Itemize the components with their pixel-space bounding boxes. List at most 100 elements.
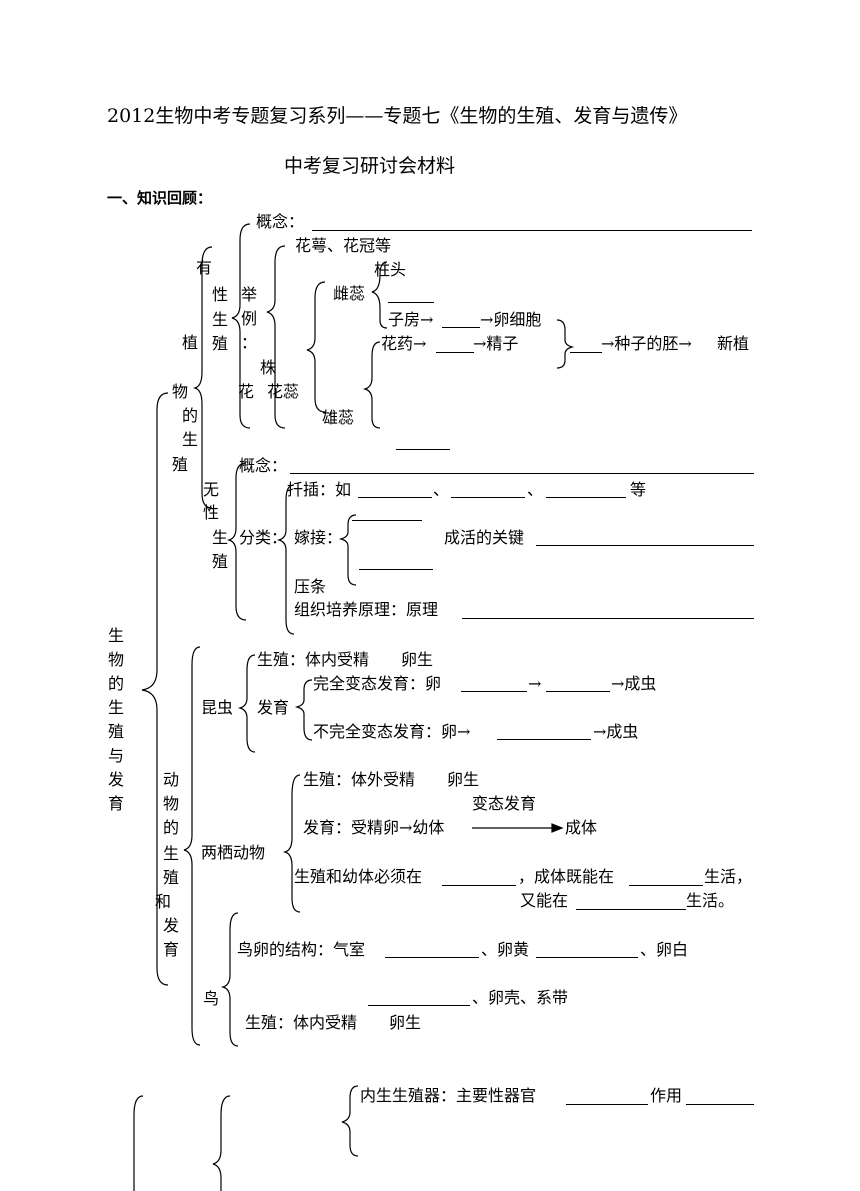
root-label-7: 发 <box>108 770 125 789</box>
cutting-blank-1[interactable] <box>358 497 432 498</box>
root-label-6: 与 <box>108 746 125 765</box>
plant-label-2: 物 <box>172 382 189 401</box>
filament-blank[interactable] <box>396 449 450 450</box>
layering-label: 压条 <box>294 577 327 596</box>
root-label-5: 殖 <box>108 722 125 741</box>
style-blank[interactable] <box>388 302 434 303</box>
sexual-concept-label: 概念： <box>256 212 305 231</box>
amphibian-life-3: 生活， <box>704 867 753 886</box>
asexual-label-4: 殖 <box>212 552 229 571</box>
animal-label-5: 殖 <box>163 868 180 887</box>
plant-label-1: 植 <box>182 333 199 352</box>
animal-label-4: 生 <box>163 844 180 863</box>
asexual-concept-label: 概念： <box>239 456 288 475</box>
sexual-label-4: 殖 <box>212 334 229 353</box>
insect-dev-label: 发育 <box>257 698 290 717</box>
animal-label-3: 的 <box>163 818 180 837</box>
tissue-culture-label: 组织培养原理：原理 <box>294 600 439 619</box>
asexual-label-2: 性 <box>203 503 220 522</box>
sexual-label-2: 性 <box>212 285 229 304</box>
egg-structure-label: 鸟卵的结构：气室 <box>237 940 366 959</box>
amphibian-blank-1[interactable] <box>442 885 516 886</box>
insect-repro: 生殖：体内受精 卵生 <box>257 650 434 669</box>
incomplete-meta-label: 不完全变态发育：卵→ <box>313 722 471 741</box>
amphibian-life-2: ，成体既能在 <box>518 867 615 886</box>
tissue-culture-blank[interactable] <box>462 618 754 619</box>
plant-label-3: 的 <box>182 406 199 425</box>
stamen-pistil-label: 花蕊 <box>267 382 300 401</box>
cutting-sep-1: 、 <box>433 480 450 499</box>
example-label-3: ： <box>241 333 258 352</box>
grafting-label: 嫁接： <box>294 528 343 547</box>
asexual-concept-blank[interactable] <box>290 473 754 474</box>
cutting-label: 扦插：如 <box>287 480 352 499</box>
main-organ-blank[interactable] <box>566 1104 648 1105</box>
animal-label-2: 物 <box>163 794 180 813</box>
classification-label: 分类： <box>239 528 288 547</box>
cutting-etc: 等 <box>630 480 647 499</box>
anther-label: 花药→ <box>381 334 427 353</box>
embryo-label: →种子的胚→ <box>601 334 692 353</box>
egg-label: →卵细胞 <box>480 310 542 329</box>
graft-blank-1[interactable] <box>352 520 422 521</box>
calyx-label: 花萼、花冠等 <box>295 236 392 255</box>
plant-char: 株 <box>260 358 277 377</box>
incomplete-blank[interactable] <box>497 739 591 740</box>
grafting-key-label: 成活的关键 <box>444 528 525 547</box>
complete-blank-2[interactable] <box>546 691 610 692</box>
new-plant-label: 新植 <box>717 334 750 353</box>
amphibian-dev: 发育：受精卵→幼体 <box>303 818 445 837</box>
internal-organs-label: 内生生殖器：主要性器官 <box>360 1086 537 1105</box>
fertilized-egg-blank[interactable] <box>570 352 602 353</box>
amphibian-repro: 生殖：体外受精 卵生 <box>303 770 480 789</box>
cutting-blank-3[interactable] <box>546 497 626 498</box>
stamen-label: 雄蕊 <box>322 408 355 427</box>
ovule-blank[interactable] <box>442 327 480 328</box>
yolk-blank[interactable] <box>536 957 638 958</box>
sexual-label-1: 有 <box>196 258 213 277</box>
complete-arrow: → <box>528 674 542 693</box>
bird-label: 鸟 <box>203 989 220 1008</box>
cutting-sep-2: 、 <box>527 480 544 499</box>
yolk-label: 、卵黄 <box>481 940 530 959</box>
amphibian-blank-2[interactable] <box>629 885 703 886</box>
flower-char: 花 <box>238 382 255 401</box>
asexual-label-3: 生 <box>212 528 229 547</box>
ovary-label: 子房→ <box>388 310 434 329</box>
root-label-8: 育 <box>108 794 125 813</box>
white-blank[interactable] <box>368 1005 470 1006</box>
complete-blank-1[interactable] <box>461 691 527 692</box>
pistil-label: 雌蕊 <box>333 284 366 303</box>
sexual-label-3: 生 <box>212 310 229 329</box>
amphibian-life-5: 生活。 <box>686 891 735 910</box>
amphibian-life-4: 又能在 <box>520 891 569 910</box>
page-title: 2012生物中考专题复习系列——专题七《生物的生殖、发育与遗传》 <box>107 105 688 127</box>
grafting-key-blank[interactable] <box>536 545 754 546</box>
cutting-blank-2[interactable] <box>451 497 525 498</box>
graft-blank-2[interactable] <box>359 569 433 570</box>
root-label-4: 生 <box>108 698 125 717</box>
amphibian-meta-label: 变态发育 <box>472 794 537 813</box>
animal-label-1: 动 <box>163 770 180 789</box>
root-label-1: 生 <box>108 626 125 645</box>
shell-label: 、卵壳、系带 <box>472 988 569 1007</box>
amphibian-life-1: 生殖和幼体必须在 <box>294 867 423 886</box>
stigma-label: 柱头 <box>374 260 407 279</box>
air-cell-blank[interactable] <box>385 957 479 958</box>
incomplete-adult: →成虫 <box>593 722 639 741</box>
amphibian-adult: 成体 <box>565 818 598 837</box>
amphibian-blank-3[interactable] <box>576 909 686 910</box>
example-label-2: 例 <box>241 309 258 328</box>
root-label-2: 物 <box>108 650 125 669</box>
sexual-concept-blank[interactable] <box>312 230 752 231</box>
example-label-1: 举 <box>241 285 258 304</box>
function-blank[interactable] <box>686 1104 754 1105</box>
section-heading: 一、知识回顾： <box>107 189 213 207</box>
amphibian-label: 两栖动物 <box>201 843 266 862</box>
white-label: 、卵白 <box>640 940 689 959</box>
root-label-3: 的 <box>108 674 125 693</box>
complete-adult: →成虫 <box>611 674 657 693</box>
animal-label-6: 和 <box>155 892 172 911</box>
pollen-blank[interactable] <box>436 352 474 353</box>
